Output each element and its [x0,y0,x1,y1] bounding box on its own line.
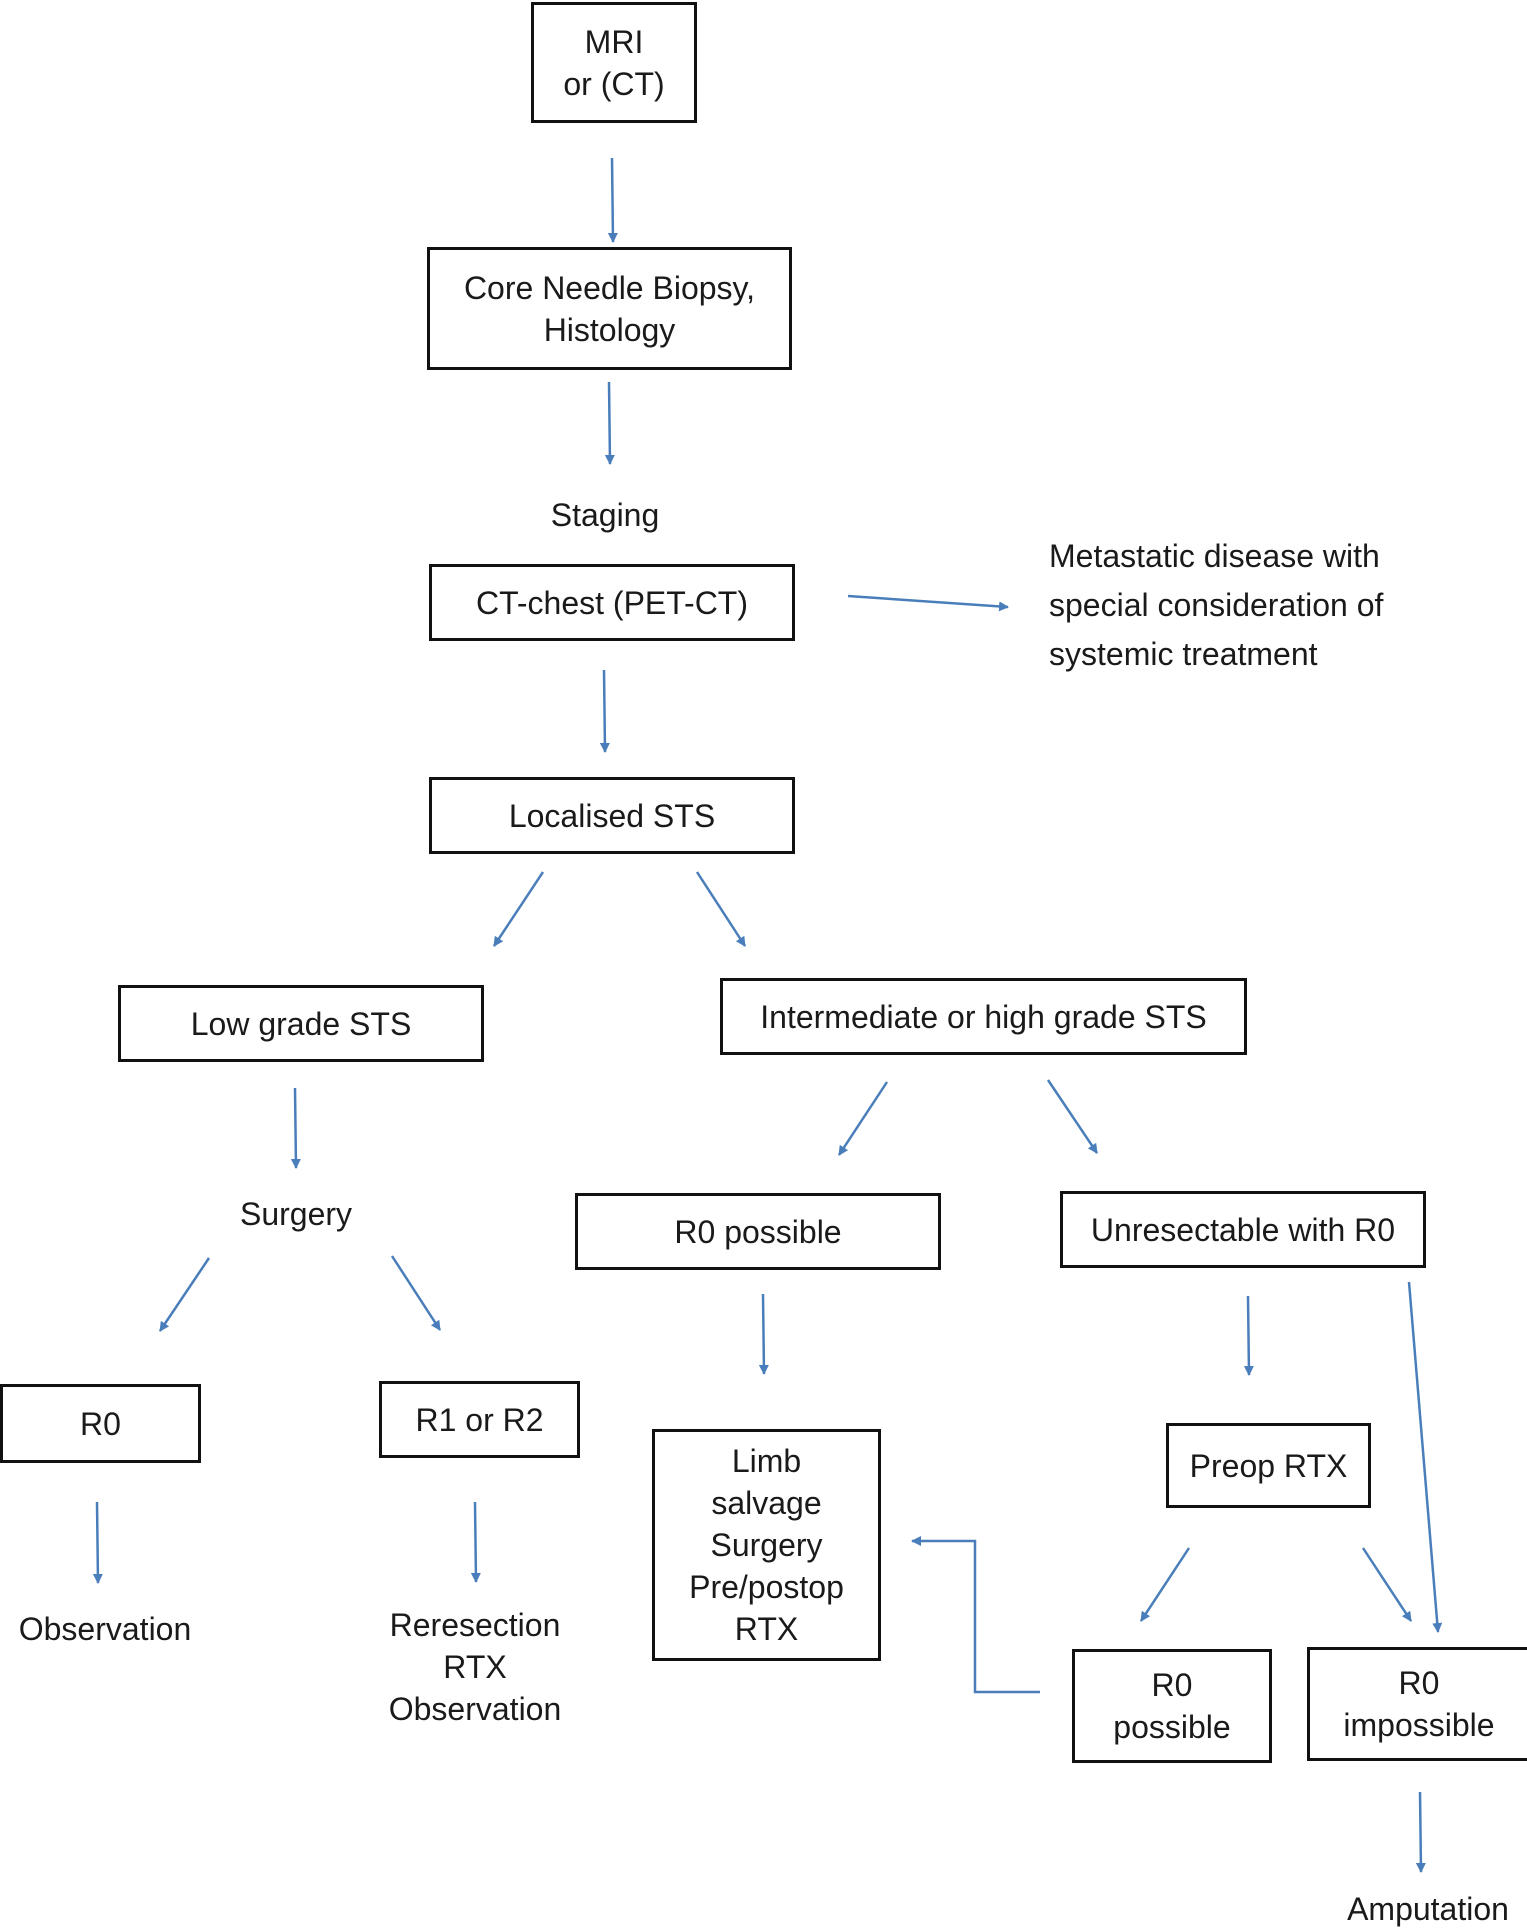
staging-label: Staging [505,494,705,536]
surgery-label-text: Surgery [196,1193,396,1235]
metastatic-disease-label: Metastatic disease with special considera… [1049,532,1469,679]
text-line: or (CT) [563,65,665,102]
text-line: Preop RTX [1189,1447,1348,1484]
text-line: salvage [711,1485,822,1521]
arrow-mri-to-biopsy [607,157,618,243]
arrow-r0-to-observation [92,1501,103,1584]
text-line: R0 possible [674,1213,842,1250]
preop-rtx-box-text: Preop RTX [1190,1445,1348,1487]
mri-box-text: MRI or (CT) [563,21,664,105]
r0-low-grade-box-text: R0 [80,1403,121,1445]
arrow-preop-to-r0-impossible [1361,1547,1413,1622]
text-line: Limb [731,1443,802,1479]
arrow-ct-to-metastatic [847,594,1009,612]
text-line: CT-chest (PET-CT) [475,584,748,621]
arrow-ct-to-localised [599,669,610,753]
observation-label: Observation [0,1608,210,1650]
core-needle-biopsy-box-text: Core Needle Biopsy, Histology [464,267,755,351]
r0-possible-bottom-box-text: R0 possible [1113,1664,1230,1748]
r1-or-r2-box: R1 or R2 [379,1381,580,1458]
arrow-high-grade-to-r0-possible [837,1081,889,1156]
arrow-r1r2-to-reresection [470,1501,481,1583]
text-line: R0 [1398,1665,1440,1701]
text-line: Staging [550,497,660,533]
arrow-localised-to-low-grade [492,871,545,947]
unresectable-with-r0-box-text: Unresectable with R0 [1091,1209,1395,1251]
arrow-surgery-to-r0 [158,1257,211,1332]
arrow-high-grade-to-unresectable [1046,1079,1099,1154]
metastatic-disease-label-text: Metastatic disease with special considera… [1049,532,1469,679]
arrow-unresectable-to-r0-impossible [1407,1281,1443,1633]
r0-possible-box: R0 possible [575,1193,941,1270]
text-line: impossible [1343,1707,1495,1743]
unresectable-with-r0-box: Unresectable with R0 [1060,1191,1426,1268]
arrow-localised-to-high-grade [695,871,747,947]
text-line: MRI [584,23,644,60]
arrow-biopsy-to-staging [604,381,615,465]
amputation-label-text: Amputation [1318,1888,1527,1930]
text-line: RTX [443,1649,507,1685]
text-line: Pre/postop [689,1569,844,1605]
ct-chest-box-text: CT-chest (PET-CT) [476,582,748,624]
arrow-surgery-to-r1r2 [390,1255,442,1331]
text-line: possible [1113,1709,1231,1745]
arrow-r0-possible-to-limb-salvage [758,1293,769,1375]
text-line: RTX [734,1611,799,1647]
arrow-r0-impossible-to-amputation [1415,1791,1426,1873]
text-line: Observation [18,1611,192,1647]
localised-sts-box-text: Localised STS [509,795,715,837]
r0-possible-bottom-box: R0 possible [1072,1649,1272,1763]
text-line: Low grade STS [190,1005,412,1042]
r0-impossible-box-text: R0 impossible [1343,1662,1494,1746]
text-line: R1 or R2 [415,1401,544,1438]
arrow-r0-possible-to-limb-salvage-return [911,1536,1040,1694]
text-line: special consideration of [1049,587,1384,623]
text-line: Histology [543,311,676,348]
arrow-preop-to-r0-possible [1139,1547,1191,1622]
text-line: R0 [80,1405,121,1442]
arrow-low-grade-to-surgery [290,1087,301,1169]
core-needle-biopsy-box: Core Needle Biopsy, Histology [427,247,792,370]
text-line: Surgery [710,1527,823,1563]
text-line: Reresection [389,1607,561,1643]
staging-label-text: Staging [505,494,705,536]
amputation-label: Amputation [1318,1888,1527,1930]
text-line: Amputation [1347,1891,1509,1927]
localised-sts-box: Localised STS [429,777,795,854]
r1-or-r2-box-text: R1 or R2 [415,1399,543,1441]
surgery-label: Surgery [196,1193,396,1235]
preop-rtx-box: Preop RTX [1166,1423,1371,1508]
text-line: Unresectable with R0 [1090,1211,1396,1248]
arrow-unresectable-to-preop-rtx [1243,1295,1254,1376]
r0-impossible-box: R0 impossible [1307,1647,1527,1761]
r0-possible-box-text: R0 possible [674,1211,841,1253]
text-line: Metastatic disease with [1049,538,1380,574]
ct-chest-box: CT-chest (PET-CT) [429,564,795,641]
text-line: Core Needle Biopsy, [463,269,756,306]
low-grade-sts-box-text: Low grade STS [191,1003,412,1045]
mri-box: MRI or (CT) [531,2,697,123]
high-grade-sts-box-text: Intermediate or high grade STS [760,996,1206,1038]
text-line: Intermediate or high grade STS [760,998,1207,1035]
high-grade-sts-box: Intermediate or high grade STS [720,978,1247,1055]
text-line: Surgery [239,1196,353,1232]
text-line: Observation [388,1691,562,1727]
observation-label-text: Observation [0,1608,210,1650]
text-line: Localised STS [508,797,716,834]
text-line: systemic treatment [1049,636,1318,672]
r0-low-grade-box: R0 [0,1384,201,1463]
text-line: R0 [1151,1667,1193,1703]
low-grade-sts-box: Low grade STS [118,985,484,1062]
